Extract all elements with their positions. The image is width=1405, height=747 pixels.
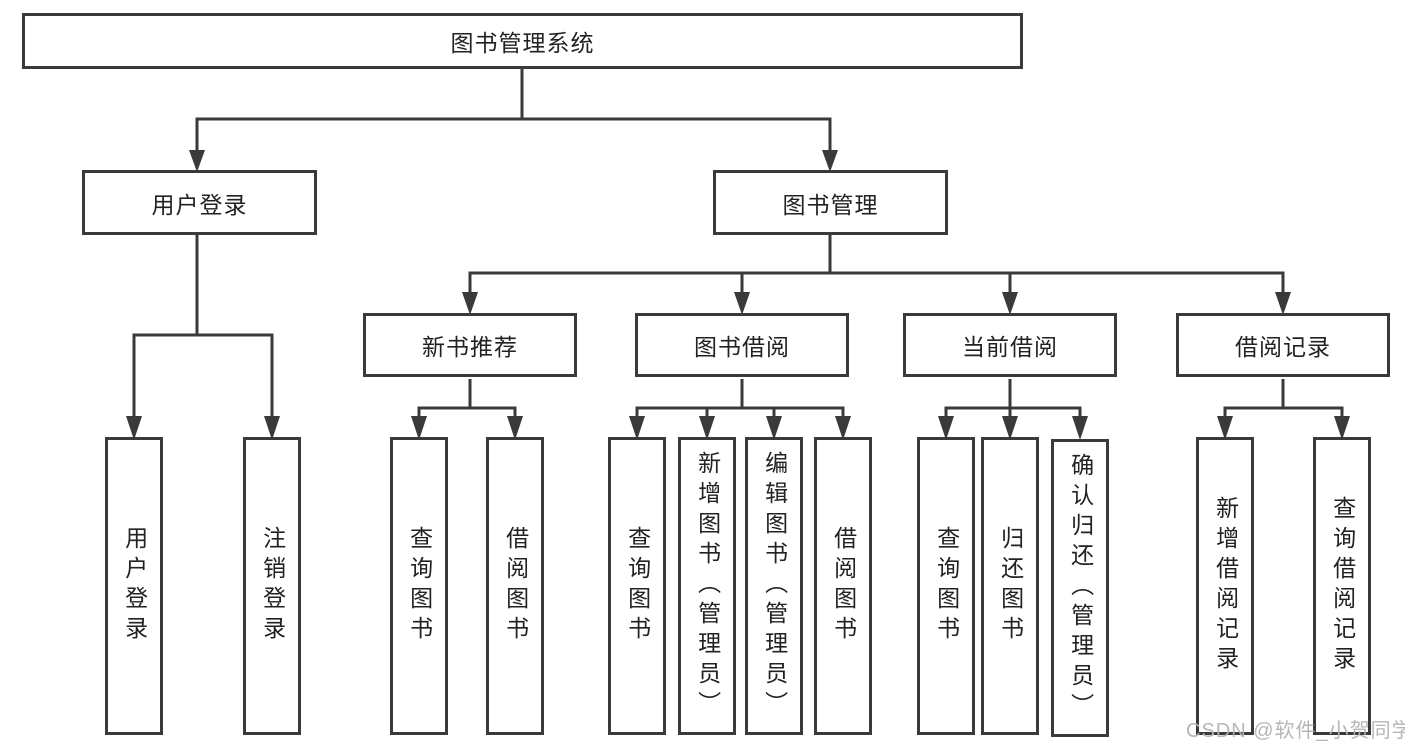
leaf-user-login: 用户登录 — [105, 437, 163, 735]
leaf-logout-label: 注销登录 — [259, 526, 286, 646]
node-book-management-label: 图书管理 — [782, 191, 879, 218]
node-new-book-recommend-label: 新书推荐 — [422, 334, 518, 360]
leaf-borrow-books-label: 借阅图书 — [830, 526, 857, 646]
leaf-borrow-books-recommend-label: 借阅图书 — [502, 526, 529, 646]
leaf-query-borrow-record: 查询借阅记录 — [1313, 437, 1371, 735]
leaf-add-book-admin-label: 新增图书（管理员） — [694, 451, 721, 721]
leaf-query-books-recommend-label: 查询图书 — [406, 526, 433, 646]
leaf-query-books-current: 查询图书 — [917, 437, 975, 735]
leaf-confirm-return-admin: 确认归还（管理员） — [1051, 439, 1109, 737]
leaf-add-borrow-record: 新增借阅记录 — [1196, 437, 1254, 735]
watermark: CSDN @软件_小贺同学 — [1186, 720, 1405, 742]
leaf-return-book-label: 归还图书 — [997, 526, 1024, 646]
leaf-confirm-return-admin-label: 确认归还（管理员） — [1067, 453, 1094, 723]
node-user-login: 用户登录 — [82, 170, 317, 235]
leaf-add-borrow-record-label: 新增借阅记录 — [1212, 496, 1239, 676]
node-book-management: 图书管理 — [713, 170, 948, 235]
leaf-add-book-admin: 新增图书（管理员） — [678, 437, 736, 735]
leaf-query-books-borrow-label: 查询图书 — [624, 526, 651, 646]
node-borrow-records: 借阅记录 — [1176, 313, 1390, 377]
node-new-book-recommend: 新书推荐 — [363, 313, 577, 377]
leaf-logout: 注销登录 — [243, 437, 301, 735]
leaf-query-books-recommend: 查询图书 — [390, 437, 448, 735]
node-borrow-records-label: 借阅记录 — [1235, 334, 1331, 360]
leaf-query-borrow-record-label: 查询借阅记录 — [1329, 496, 1356, 676]
leaf-edit-book-admin-label: 编辑图书（管理员） — [761, 451, 788, 721]
arrowheads — [126, 150, 1350, 440]
leaf-return-book: 归还图书 — [981, 437, 1039, 735]
node-root-label: 图书管理系统 — [450, 30, 595, 56]
node-book-borrow-label: 图书借阅 — [694, 334, 790, 360]
node-user-login-label: 用户登录 — [151, 191, 248, 218]
leaf-edit-book-admin: 编辑图书（管理员） — [745, 437, 803, 735]
leaf-query-books-current-label: 查询图书 — [933, 526, 960, 646]
node-current-borrow: 当前借阅 — [903, 313, 1117, 377]
leaf-borrow-books: 借阅图书 — [814, 437, 872, 735]
node-current-borrow-label: 当前借阅 — [962, 334, 1058, 360]
leaf-user-login-label: 用户登录 — [121, 526, 148, 646]
leaf-borrow-books-recommend: 借阅图书 — [486, 437, 544, 735]
node-root: 图书管理系统 — [22, 13, 1023, 69]
leaf-query-books-borrow: 查询图书 — [608, 437, 666, 735]
node-book-borrow: 图书借阅 — [635, 313, 849, 377]
